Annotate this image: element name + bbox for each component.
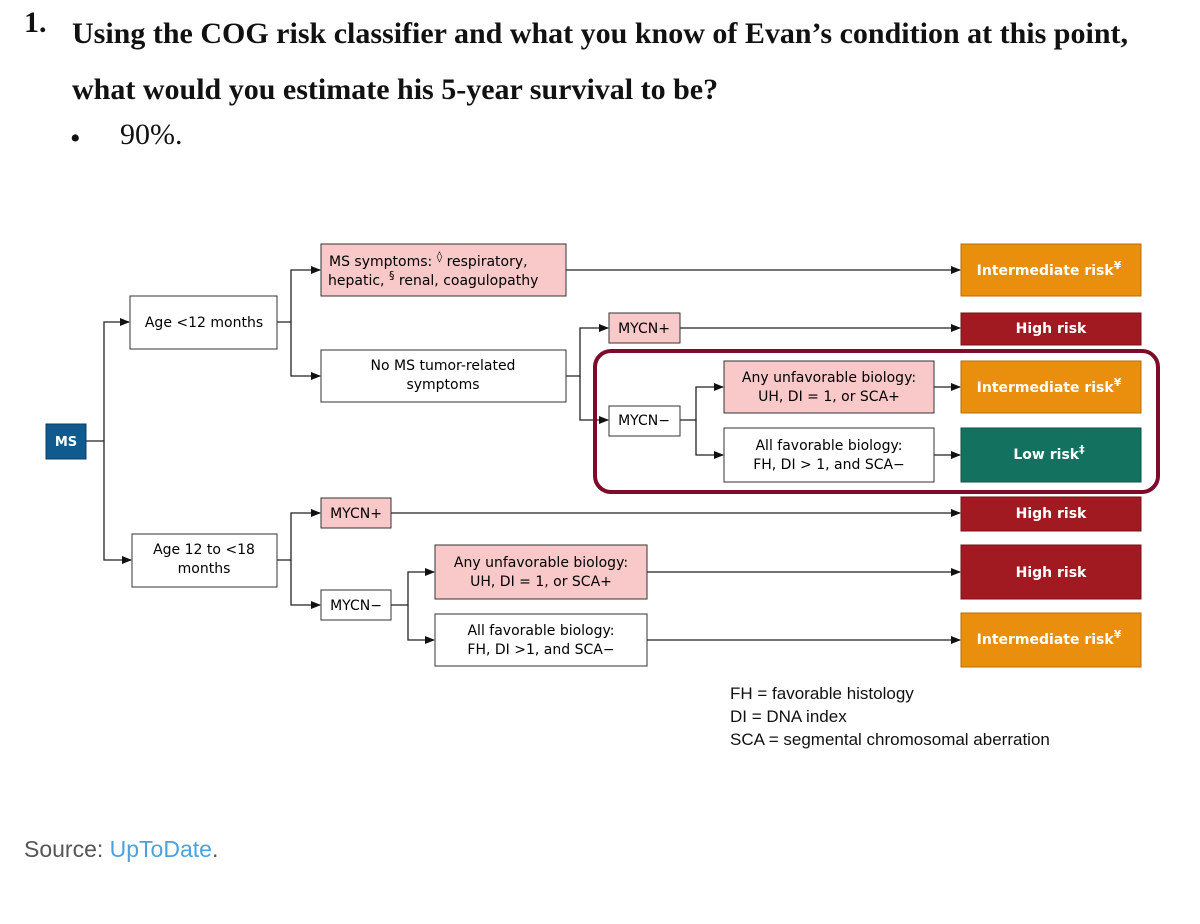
age-lt12-box bbox=[129, 295, 278, 350]
mycn-plus-label-lower: MYCN+ bbox=[330, 506, 382, 522]
legend-fh: FH = favorable histology bbox=[730, 684, 914, 703]
outcome-label-2: High risk bbox=[1016, 321, 1087, 337]
favorable-biology-line2-upper: FH, DI > 1, and SCA− bbox=[753, 457, 905, 473]
mycn-plus-box-upper bbox=[608, 312, 681, 344]
outcome-label-5: High risk bbox=[1016, 506, 1087, 522]
outcome-low-risk bbox=[960, 427, 1142, 483]
unfavorable-biology-line1-upper: Any unfavorable biology: bbox=[742, 370, 916, 386]
outcome-label-3: Intermediate risk¥ bbox=[977, 376, 1122, 396]
favorable-biology-line2-lower: FH, DI >1, and SCA− bbox=[467, 642, 614, 658]
outcome-intermediate-risk-1 bbox=[960, 243, 1142, 297]
question-number: 1. bbox=[24, 6, 47, 39]
favorable-biology-line1-lower: All favorable biology: bbox=[467, 623, 614, 639]
outcome-intermediate-risk-2 bbox=[960, 360, 1142, 414]
legend-sca: SCA = segmental chromosomal aberration bbox=[730, 730, 1050, 749]
no-ms-symptoms-line2: symptoms bbox=[406, 377, 479, 393]
source-label: Source: bbox=[24, 836, 104, 862]
outcome-label-4: Low risk‡ bbox=[1013, 443, 1085, 463]
answer-text: 90%. bbox=[120, 118, 183, 151]
source-link[interactable]: UpToDate bbox=[109, 836, 212, 862]
no-ms-symptoms-box bbox=[320, 349, 567, 403]
mycn-plus-label-upper: MYCN+ bbox=[618, 321, 670, 337]
outcome-high-risk-1 bbox=[960, 312, 1142, 346]
source-line: Source: UpToDate. bbox=[24, 836, 218, 863]
favorable-biology-box-lower bbox=[434, 613, 648, 667]
ms-symptoms-line1: MS symptoms: ◊ respiratory, bbox=[329, 248, 528, 270]
age-12-18-box bbox=[131, 533, 278, 588]
legend-di: DI = DNA index bbox=[730, 707, 847, 726]
ms-symptoms-line2: hepatic, § renal, coagulopathy bbox=[328, 267, 538, 289]
mycn-minus-label-lower: MYCN− bbox=[330, 598, 382, 614]
abbreviation-legend: FH = favorable histology DI = DNA index … bbox=[730, 682, 1050, 751]
bullet: • bbox=[70, 122, 81, 155]
unfavorable-biology-line1-lower: Any unfavorable biology: bbox=[454, 555, 628, 571]
outcome-high-risk-2 bbox=[960, 496, 1142, 532]
outcome-label-6: High risk bbox=[1016, 565, 1087, 581]
ms-root-label: MS bbox=[55, 435, 77, 450]
mycn-minus-label-upper: MYCN− bbox=[618, 413, 670, 429]
age-12-18-line1: Age 12 to <18 bbox=[153, 542, 255, 558]
mycn-minus-box-lower bbox=[320, 589, 392, 621]
mycn-plus-box-lower bbox=[320, 497, 392, 529]
question-text: Using the COG risk classifier and what y… bbox=[72, 17, 1129, 106]
favorable-biology-box-upper bbox=[723, 427, 935, 483]
highlight-outline bbox=[593, 349, 1160, 494]
outcome-high-risk-3 bbox=[960, 544, 1142, 600]
outcome-label-1: Intermediate risk¥ bbox=[977, 259, 1122, 279]
source-period: . bbox=[211, 836, 219, 862]
unfavorable-biology-box-upper bbox=[723, 360, 935, 414]
ms-root-box bbox=[45, 423, 87, 460]
unfavorable-biology-line2-lower: UH, DI = 1, or SCA+ bbox=[470, 574, 612, 590]
outcome-intermediate-risk-3 bbox=[960, 612, 1142, 668]
age-lt12-label: Age <12 months bbox=[145, 315, 263, 331]
unfavorable-biology-line2-upper: UH, DI = 1, or SCA+ bbox=[758, 389, 900, 405]
outcome-label-7: Intermediate risk¥ bbox=[977, 628, 1122, 648]
favorable-biology-line1-upper: All favorable biology: bbox=[755, 438, 902, 454]
no-ms-symptoms-line1: No MS tumor-related bbox=[371, 358, 516, 374]
ms-symptoms-box bbox=[320, 243, 567, 297]
mycn-minus-box-upper bbox=[608, 405, 681, 437]
unfavorable-biology-box-lower bbox=[434, 544, 648, 600]
connector-lines bbox=[86, 266, 961, 644]
age-12-18-line2: months bbox=[178, 561, 231, 577]
